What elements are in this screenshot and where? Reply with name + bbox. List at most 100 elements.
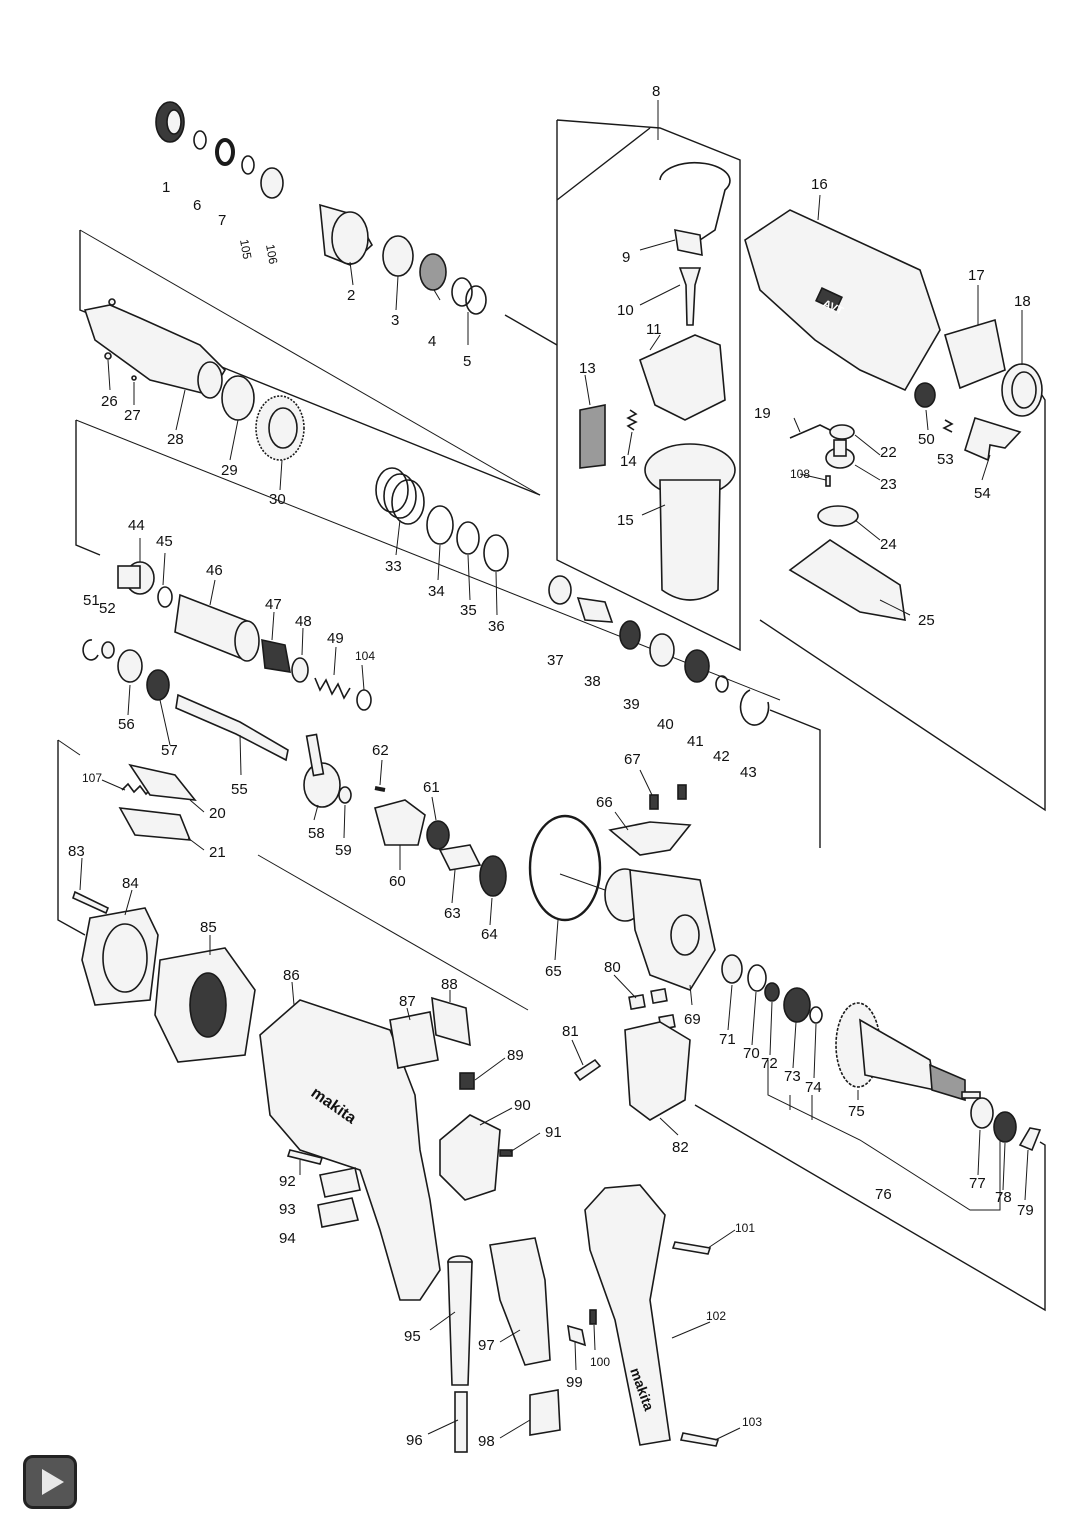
label-26: 26 [101, 393, 118, 410]
part-78-bearing [993, 1111, 1017, 1143]
label-91: 91 [545, 1124, 562, 1141]
label-81: 81 [562, 1023, 579, 1040]
label-37: 37 [547, 652, 564, 669]
label-1: 1 [162, 179, 170, 196]
label-65: 65 [545, 963, 562, 980]
part-1-oil-seal [155, 101, 185, 143]
part-63-plate [438, 844, 482, 871]
label-47: 47 [265, 596, 282, 613]
part-41-bearing [684, 649, 710, 683]
part-87-label [389, 1011, 439, 1069]
label-90: 90 [514, 1097, 531, 1114]
label-41: 41 [687, 733, 704, 750]
part-57-bearing [146, 669, 170, 701]
part-73-bearing [783, 987, 811, 1023]
part-90-brush-holder [439, 1114, 501, 1201]
part-50-bearing [914, 382, 936, 408]
label-23: 23 [880, 476, 897, 493]
part-67-screws [649, 784, 687, 810]
part-6-ring [193, 130, 207, 150]
label-77: 77 [969, 1175, 986, 1192]
part-55-shaft [175, 693, 289, 762]
part-37-bushing [548, 575, 572, 605]
part-61-bearing [426, 820, 450, 850]
part-80-plates [628, 987, 676, 1031]
label-3: 3 [391, 312, 399, 329]
part-16-gear-housing [744, 209, 941, 392]
part-24-ring [817, 505, 859, 527]
part-33-spring [375, 467, 425, 525]
part-49-spring [314, 677, 351, 700]
label-24: 24 [880, 536, 897, 553]
part-58-swash [303, 733, 341, 808]
part-81-pin [573, 1058, 602, 1082]
label-15: 15 [617, 512, 634, 529]
part-104-ring [356, 689, 372, 711]
part-71-ring [721, 954, 743, 984]
part-29-ring [221, 375, 255, 421]
part-48-pin [291, 657, 309, 683]
part-82-baffle [624, 1021, 691, 1121]
label-108: 108 [790, 467, 810, 481]
part-91-screw [499, 1149, 513, 1157]
label-49: 49 [327, 630, 344, 647]
callout-labels: 1 6 7 105 106 2 3 4 5 8 9 10 11 13 14 15… [68, 83, 1034, 1450]
part-38-pin [576, 597, 614, 623]
part-19-wire [789, 424, 831, 439]
label-88: 88 [441, 976, 458, 993]
part-98-switch-lever [529, 1389, 561, 1436]
label-54: 54 [974, 485, 991, 502]
label-39: 39 [623, 696, 640, 713]
label-73: 73 [784, 1068, 801, 1085]
part-42-ring [715, 675, 729, 693]
label-20: 20 [209, 805, 226, 822]
label-10: 10 [617, 302, 634, 319]
part-100-screw [589, 1309, 597, 1325]
part-5-spring [451, 277, 487, 315]
label-75: 75 [848, 1103, 865, 1120]
label-93: 93 [279, 1201, 296, 1218]
label-4: 4 [428, 333, 436, 350]
label-72: 72 [761, 1055, 778, 1072]
label-102: 102 [706, 1309, 726, 1323]
part-20-plate [128, 763, 197, 802]
label-36: 36 [488, 618, 505, 635]
play-button[interactable] [23, 1455, 77, 1509]
label-38: 38 [584, 673, 601, 690]
label-74: 74 [805, 1079, 822, 1096]
part-22-seal [829, 424, 855, 440]
label-70: 70 [743, 1045, 760, 1062]
label-107: 107 [82, 771, 102, 785]
label-106: 106 [263, 243, 280, 265]
label-82: 82 [672, 1139, 689, 1156]
part-75-armature [835, 1002, 981, 1102]
part-79-ring [1018, 1127, 1042, 1152]
label-63: 63 [444, 905, 461, 922]
assembly-frames [57, 119, 1046, 1312]
part-28-tool-holder [83, 298, 227, 399]
label-104: 104 [355, 649, 375, 663]
label-83: 83 [68, 843, 85, 860]
part-69-middle-housing [604, 868, 716, 991]
label-71: 71 [719, 1031, 736, 1048]
label-69: 69 [684, 1011, 701, 1028]
label-6: 6 [193, 197, 201, 214]
label-101: 101 [735, 1221, 755, 1235]
part-97-switch [489, 1237, 551, 1366]
label-2: 2 [347, 287, 355, 304]
label-67: 67 [624, 751, 641, 768]
label-19: 19 [754, 405, 771, 422]
label-85: 85 [200, 919, 217, 936]
part-36-ring [483, 534, 509, 572]
part-15-side-grip [644, 443, 736, 601]
part-65-o-ring [528, 814, 602, 922]
label-16: 16 [811, 176, 828, 193]
label-44: 44 [128, 517, 145, 534]
label-89: 89 [507, 1047, 524, 1064]
label-87: 87 [399, 993, 416, 1010]
part-26-ball [104, 352, 112, 360]
part-108-pin [825, 475, 831, 487]
part-103-screw [679, 1432, 720, 1447]
label-60: 60 [389, 873, 406, 890]
part-89-clip [459, 1072, 475, 1090]
